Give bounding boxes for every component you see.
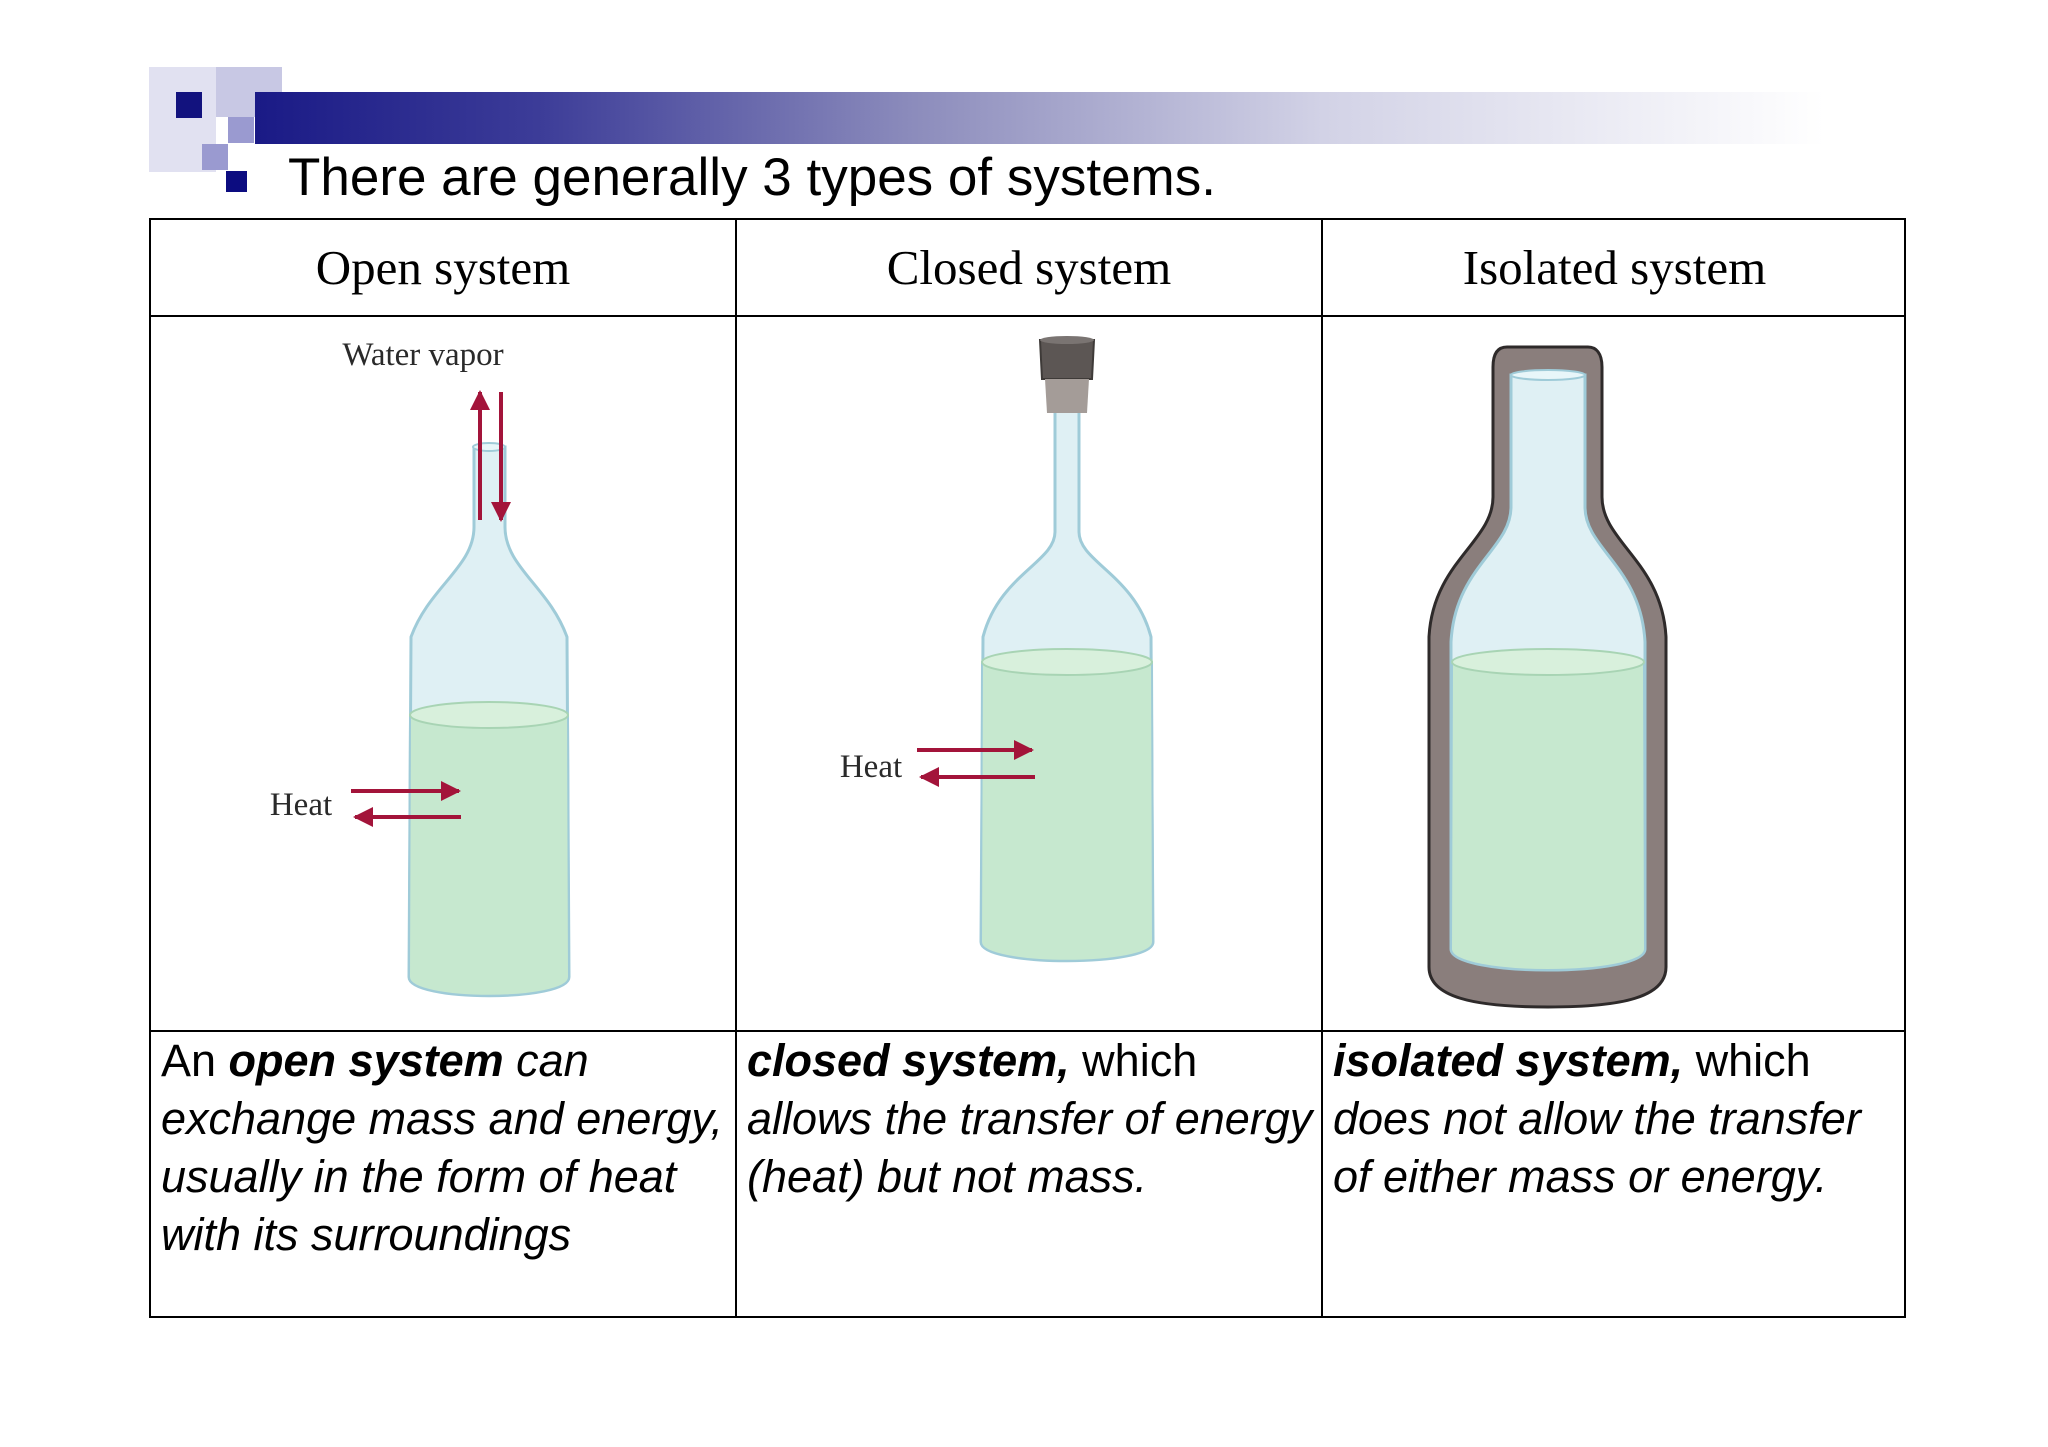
bottle-icon — [979, 377, 1155, 963]
column-divider — [1321, 220, 1323, 1316]
desc-bold: open system — [228, 1035, 504, 1086]
desc-text: allows the transfer of energy (heat) but… — [747, 1093, 1313, 1202]
isolated-system-description: isolated system, which does not allow th… — [1323, 1032, 1906, 1206]
open-system-description: An open system can exchange mass and ene… — [151, 1032, 735, 1264]
header-gradient-bar — [255, 92, 1825, 144]
desc-bold: isolated system, — [1333, 1035, 1684, 1086]
desc-prefix: An — [161, 1035, 229, 1086]
row-divider — [151, 1030, 1904, 1032]
header-closed-system: Closed system — [886, 240, 1172, 295]
deco-square — [228, 117, 254, 143]
insulated-bottle-icon — [1427, 345, 1668, 1009]
slide-title: There are generally 3 types of systems. — [288, 148, 1216, 207]
desc-normal: which — [1683, 1035, 1811, 1086]
closed-system-illustration: Heat — [737, 317, 1321, 1030]
row-divider — [151, 315, 1904, 317]
desc-text: can exchange mass and energy, usually in… — [161, 1035, 724, 1260]
desc-text: does not allow the transfer of either ma… — [1333, 1093, 1861, 1202]
heat-label: Heat — [840, 749, 902, 785]
heat-label: Heat — [270, 787, 332, 823]
deco-square — [176, 92, 202, 118]
desc-bold: closed system, — [747, 1035, 1070, 1086]
systems-table: Open system Closed system Isolated syste… — [149, 218, 1906, 1318]
closed-system-description: closed system, which allows the transfer… — [737, 1032, 1321, 1206]
open-system-illustration: Water vapor Heat — [151, 317, 735, 1030]
column-divider — [735, 220, 737, 1316]
bullet-icon — [226, 171, 247, 192]
deco-square — [202, 144, 228, 170]
cork-icon — [1038, 336, 1096, 413]
water-vapor-label: Water vapor — [342, 337, 503, 373]
bottle-icon — [407, 442, 571, 998]
header-isolated-system: Isolated system — [1462, 240, 1767, 295]
header-open-system: Open system — [315, 240, 571, 295]
isolated-system-illustration — [1323, 317, 1906, 1030]
desc-normal: which — [1069, 1035, 1198, 1086]
